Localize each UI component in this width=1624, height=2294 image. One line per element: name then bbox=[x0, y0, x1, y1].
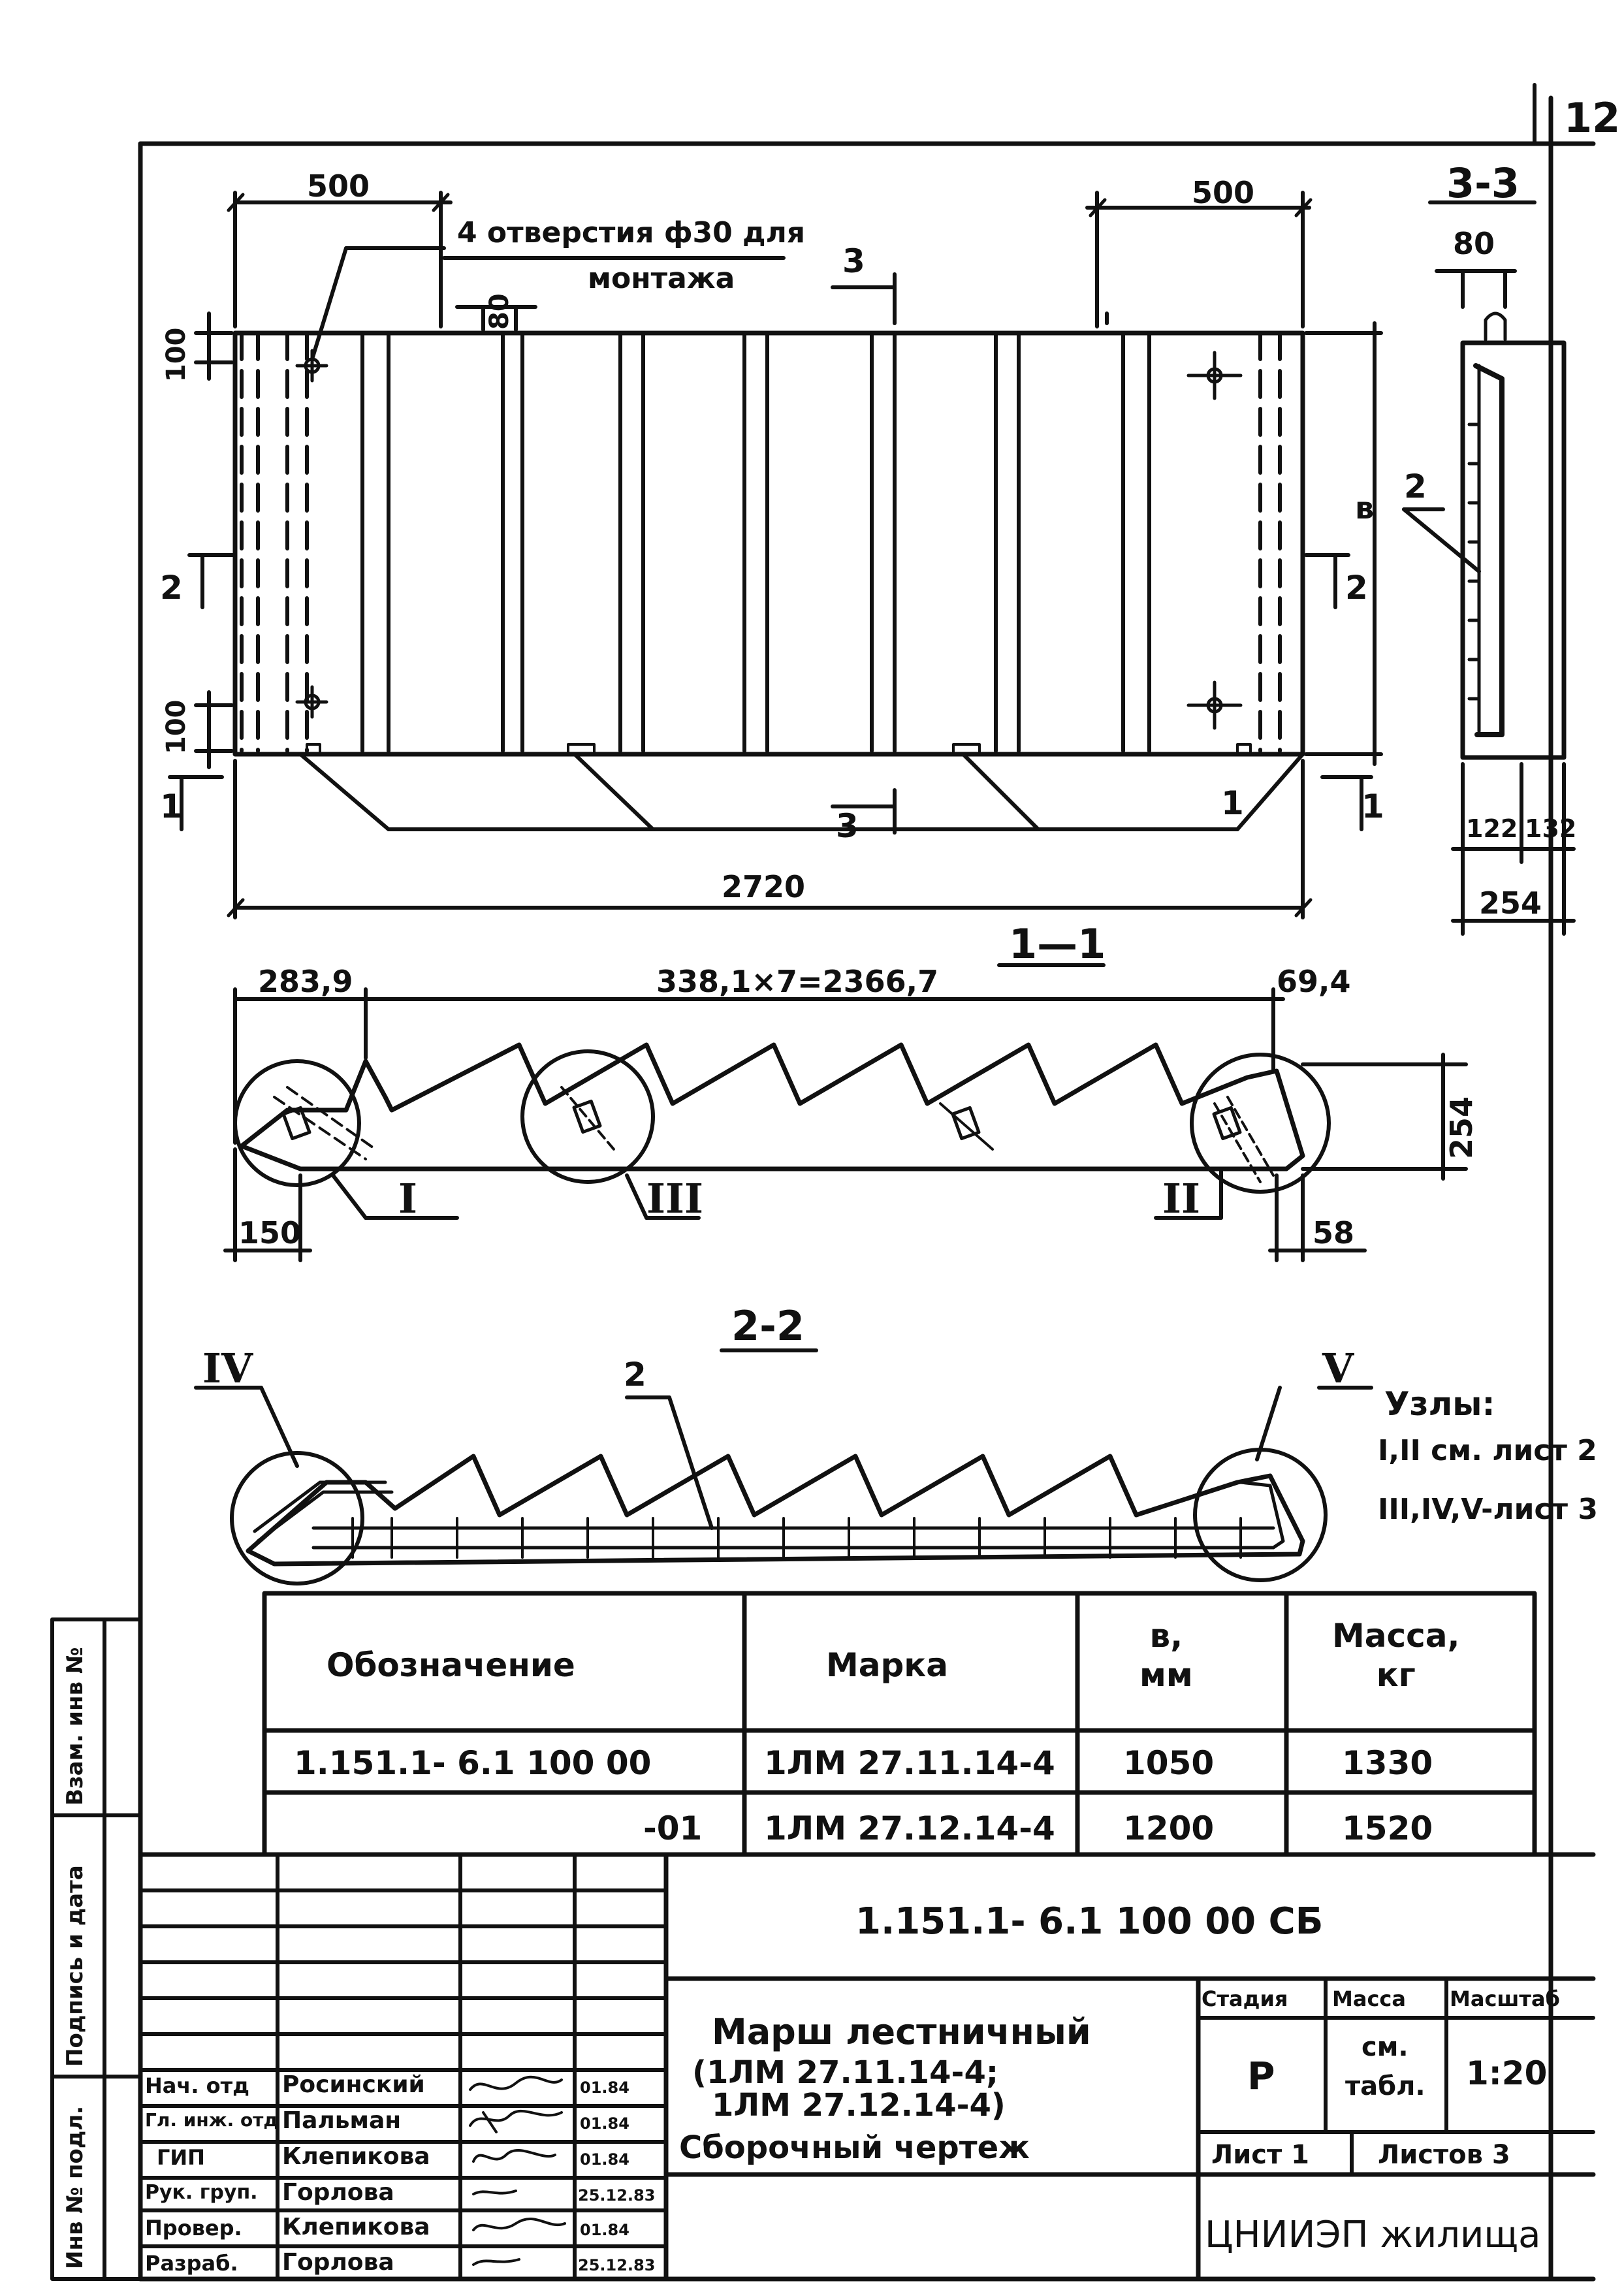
title-line4: Сборочный чертеж bbox=[679, 2129, 1030, 2166]
mass-value-line2: табл. bbox=[1345, 2071, 1425, 2101]
section-3-3-dim-122: 122 bbox=[1466, 814, 1518, 843]
nodes-note-title: Узлы: bbox=[1384, 1385, 1495, 1423]
scale-header: Масштаб bbox=[1450, 1986, 1560, 2011]
section-3-3-dim-254: 254 bbox=[1479, 885, 1542, 921]
section-3-3-dim-132: 132 bbox=[1525, 814, 1577, 843]
node-II-label: II bbox=[1162, 1175, 1201, 1222]
section-1-1-dim-69: 69,4 bbox=[1277, 964, 1351, 999]
dim-left-500: 500 bbox=[307, 168, 370, 204]
mass-value-line1: см. bbox=[1361, 2032, 1409, 2062]
holes-note-line1: 4 отверстия ф30 для bbox=[457, 216, 806, 249]
sheet-corner-number: 12 bbox=[1564, 94, 1621, 142]
dim-80-top: 80 bbox=[485, 293, 515, 330]
signer-role: Гл. инж. отд bbox=[145, 2109, 279, 2131]
spec-header-mark: Марка bbox=[826, 1646, 948, 1684]
mass-header: Масса bbox=[1332, 1986, 1406, 2011]
signer-role: Рук. груп. bbox=[145, 2181, 258, 2204]
signer-date: 25.12.83 bbox=[578, 2256, 656, 2274]
section-1-1-dim-283: 283,9 bbox=[258, 964, 353, 999]
title-line1: Марш лестничный bbox=[712, 2011, 1091, 2052]
section-3-3-title: 3-3 bbox=[1446, 159, 1520, 207]
section-1-1-title: 1—1 bbox=[1009, 920, 1106, 968]
cut-mark-2-left: 2 bbox=[160, 569, 183, 607]
doc-code: 1.151.1- 6.1 100 00 СБ bbox=[855, 1900, 1324, 1943]
section-2-2-drawing bbox=[194, 1348, 1373, 1585]
cut-mark-1-left: 1 bbox=[160, 788, 183, 825]
holes-note-line2: монтажа bbox=[588, 262, 735, 295]
title-line2: (1ЛМ 27.11.14-4; bbox=[692, 2054, 999, 2091]
spec-header-designation: Обозначение bbox=[326, 1646, 575, 1684]
signer-name: Клепикова bbox=[282, 2143, 430, 2170]
signer-role: ГИП bbox=[157, 2145, 205, 2170]
spec-row2-mass: 1520 bbox=[1342, 1809, 1433, 1847]
section-3-3-drawing bbox=[1402, 200, 1576, 936]
section-2-2-title: 2-2 bbox=[731, 1302, 805, 1350]
leader-1: 1 bbox=[1221, 784, 1244, 822]
organization: ЦНИИЭП жилища bbox=[1205, 2214, 1541, 2256]
signer-role: Нач. отд bbox=[145, 2073, 250, 2098]
cut-mark-2-right: 2 bbox=[1345, 569, 1368, 607]
signer-role: Разраб. bbox=[145, 2251, 238, 2276]
section-1-1-dim-58: 58 bbox=[1313, 1215, 1355, 1251]
title-line3: 1ЛМ 27.12.14-4) bbox=[712, 2087, 1006, 2124]
side-stamp-inv-no: Инв № подл. bbox=[62, 2105, 88, 2269]
dim-total-2720: 2720 bbox=[722, 869, 806, 904]
sheets-total: Листов 3 bbox=[1378, 2140, 1510, 2170]
spec-row1-mark: 1ЛМ 27.11.14-4 bbox=[764, 1744, 1055, 1782]
spec-row2-designation: -01 bbox=[643, 1809, 703, 1847]
spec-header-b: в, мм bbox=[1139, 1617, 1193, 1694]
node-V-label: V bbox=[1322, 1345, 1354, 1392]
cut-mark-3-bottom: 3 bbox=[836, 807, 859, 845]
spec-row2-mark: 1ЛМ 27.12.14-4 bbox=[764, 1809, 1055, 1847]
spec-row1-b: 1050 bbox=[1123, 1744, 1215, 1782]
signer-date: 01.84 bbox=[580, 2221, 629, 2239]
scale-value: 1:20 bbox=[1466, 2054, 1548, 2092]
signer-name: Пальман bbox=[282, 2107, 402, 2134]
stage-value: Р bbox=[1247, 2054, 1275, 2098]
stage-header: Стадия bbox=[1202, 1986, 1288, 2011]
spec-table-frame bbox=[262, 1591, 1537, 1857]
sheet-number: Лист 1 bbox=[1211, 2140, 1309, 2170]
cut-mark-3-top: 3 bbox=[842, 242, 865, 280]
signer-name: Горлова bbox=[282, 2179, 394, 2206]
nodes-note-line2: III,IV,V-лист 3 bbox=[1378, 1493, 1598, 1526]
signer-date: 01.84 bbox=[580, 2150, 629, 2169]
title-block-frame bbox=[138, 1852, 1596, 2282]
dim-b: в bbox=[1355, 490, 1375, 526]
spec-row1-designation: 1.151.1- 6.1 100 00 bbox=[294, 1744, 652, 1782]
section-2-2-leader-2: 2 bbox=[624, 1356, 646, 1394]
node-I-label: I bbox=[398, 1175, 418, 1222]
node-IV-label: IV bbox=[202, 1345, 253, 1392]
side-stamp-signature-date: Подпись и дата bbox=[62, 1865, 88, 2067]
top-view bbox=[168, 191, 1383, 919]
section-1-1-dim-150: 150 bbox=[238, 1215, 302, 1251]
spec-row1-mass: 1330 bbox=[1342, 1744, 1433, 1782]
dim-100-bottom: 100 bbox=[161, 699, 191, 755]
dim-100-top: 100 bbox=[161, 327, 191, 383]
section-1-1-dim-254: 254 bbox=[1444, 1096, 1479, 1159]
nodes-note-line1: I,II см. лист 2 bbox=[1378, 1434, 1597, 1467]
section-1-1-drawing bbox=[223, 963, 1468, 1262]
signer-role: Провер. bbox=[145, 2216, 242, 2240]
spec-row2-b: 1200 bbox=[1123, 1809, 1215, 1847]
signer-name: Клепикова bbox=[282, 2214, 430, 2240]
signer-name: Росинский bbox=[282, 2071, 425, 2098]
cut-mark-1-right: 1 bbox=[1361, 788, 1384, 825]
signature-marks bbox=[469, 2075, 566, 2266]
signer-date: 01.84 bbox=[580, 2114, 629, 2133]
dim-right-500: 500 bbox=[1192, 175, 1255, 210]
node-III-label: III bbox=[646, 1175, 704, 1222]
side-stamp-replace-inv: Взам. инв № bbox=[62, 1647, 88, 1806]
section-3-3-dim-80: 80 bbox=[1453, 226, 1495, 261]
signer-date: 01.84 bbox=[580, 2079, 629, 2097]
signer-date: 25.12.83 bbox=[578, 2186, 656, 2205]
section-3-3-leader-2: 2 bbox=[1404, 468, 1427, 505]
section-1-1-dim-steps: 338,1×7=2366,7 bbox=[656, 964, 939, 999]
side-stamp-frame bbox=[50, 1617, 142, 2281]
spec-header-mass: Масса, кг bbox=[1332, 1617, 1460, 1694]
signer-name: Горлова bbox=[282, 2249, 394, 2276]
